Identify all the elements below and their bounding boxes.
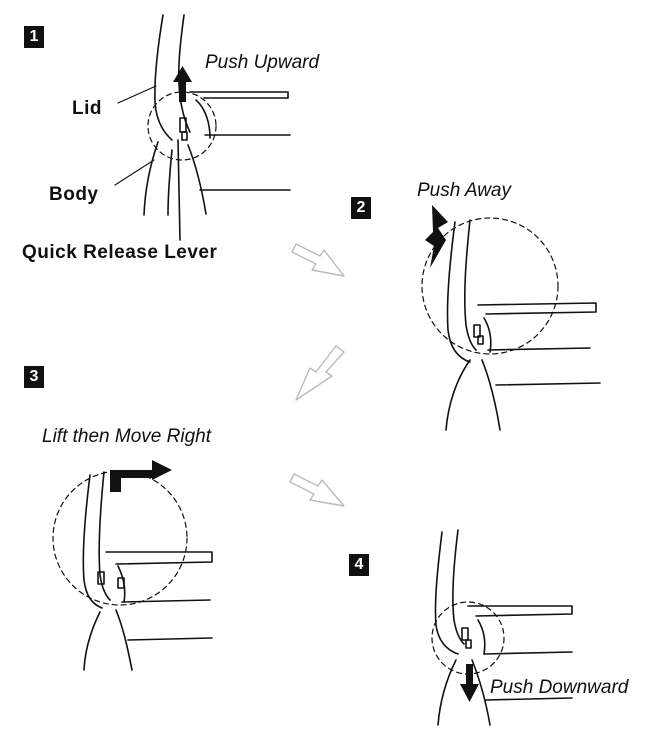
step-1-illustration <box>114 14 291 241</box>
body-right-2 <box>481 359 501 431</box>
arrow-lift-move-right <box>110 460 172 492</box>
step-3-illustration <box>52 470 213 671</box>
caption-push-away: Push Away <box>417 180 511 201</box>
lid-back-line-outer <box>154 14 173 141</box>
latch-lower-3 <box>117 577 125 589</box>
body-left-3 <box>83 611 101 671</box>
lever-line <box>177 139 181 241</box>
lid-top-3 <box>105 551 213 565</box>
lid-front-2 <box>483 317 492 353</box>
latch-lower-4 <box>465 639 472 649</box>
lid-lower-4 <box>483 651 573 655</box>
latch-upper-4 <box>461 627 469 641</box>
leader-lid <box>117 85 157 104</box>
latch-lower <box>181 131 188 141</box>
arrow-push-away <box>425 205 448 268</box>
body-right-3 <box>115 609 133 671</box>
step-badge-4: 4 <box>349 554 369 576</box>
lid-top-4 <box>467 605 573 617</box>
caption-lift-move-right: Lift then Move Right <box>42 426 211 447</box>
lid-lower-3 <box>121 599 211 603</box>
step-badge-1: 1 <box>24 26 44 48</box>
label-quick-release-lever: Quick Release Lever <box>22 242 218 263</box>
detail-circle-2 <box>421 217 559 355</box>
body-line-mid <box>167 149 173 216</box>
lid-back-line-inner-2 <box>463 219 477 351</box>
body-edge-4 <box>485 697 573 701</box>
lid-top <box>189 91 289 99</box>
lid-top-2 <box>477 302 597 315</box>
caption-push-upward: Push Upward <box>205 52 320 73</box>
flow-arrow-3-to-4 <box>289 473 345 507</box>
body-edge-3 <box>127 637 213 641</box>
caption-push-downward: Push Downward <box>490 677 629 698</box>
body-left-4 <box>437 659 457 726</box>
step-2-illustration <box>421 217 601 431</box>
arrow-push-upward <box>173 66 192 102</box>
lid-lower-2 <box>487 347 591 351</box>
step-badge-2: 2 <box>351 197 371 219</box>
body-line-left <box>143 141 159 216</box>
latch-upper-3 <box>97 571 105 585</box>
step-badge-3: 3 <box>24 366 44 388</box>
detail-circle-1 <box>147 91 217 161</box>
lid-front-4 <box>477 619 486 655</box>
lid-back-line-outer-2 <box>446 221 471 363</box>
lid-back-line-outer-4 <box>434 531 459 655</box>
latch-lower-2 <box>477 335 484 345</box>
body-line-right <box>187 144 207 215</box>
flow-arrows <box>289 243 345 507</box>
body-edge-2 <box>495 382 601 386</box>
label-body: Body <box>49 184 99 205</box>
latch-upper-2 <box>473 324 481 338</box>
leader-body <box>114 159 155 186</box>
flow-arrow-1-to-2 <box>291 243 345 277</box>
label-lid: Lid <box>72 98 102 119</box>
lid-back-line-outer-3 <box>82 474 103 609</box>
lid-back-line-inner-4 <box>451 529 465 645</box>
body-right-4 <box>471 659 491 726</box>
lid-front-curve <box>195 99 211 139</box>
arrow-push-downward <box>460 664 479 702</box>
flow-arrow-2-to-3 <box>295 345 345 401</box>
body-left-2 <box>445 359 471 431</box>
